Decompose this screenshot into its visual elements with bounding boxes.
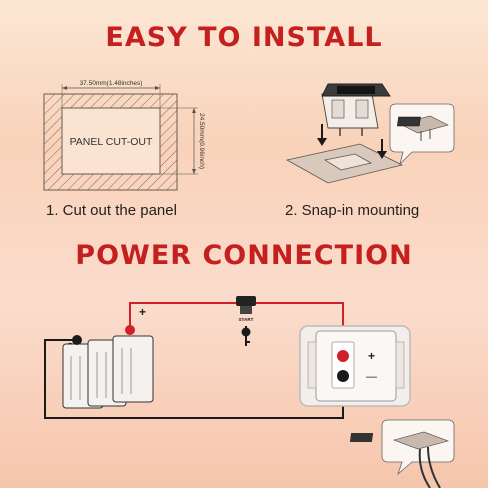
mounting-hole [323, 153, 373, 171]
snap-in-drawing [285, 83, 455, 184]
battery-plus-sign: + [139, 305, 146, 319]
switch-rocker [337, 86, 375, 94]
panel-cutout-drawing: PANEL CUT-OUT 37.50mm(1.48inches) 24.50m… [43, 80, 205, 191]
key-icon [241, 327, 251, 337]
installed-switch-callout [349, 419, 455, 488]
switch-negative-terminal [337, 370, 349, 382]
step-1-label: 1. Cut out the panel [46, 202, 177, 219]
step-2-label: 2. Snap-in mounting [285, 202, 420, 219]
positive-wire-1 [129, 302, 238, 330]
width-dimension-label: 37.50mm(1.48inches) [80, 80, 143, 87]
detail-callout [389, 103, 455, 166]
switch-rear-view: + — [299, 325, 411, 407]
switch-positive-terminal [337, 350, 349, 362]
start-label: START [239, 317, 254, 322]
switch-plus-sign: + [368, 349, 375, 363]
height-dimension-label: 24.50mm(0.96inch) [198, 113, 205, 169]
power-connection-title: POWER CONNECTION [75, 240, 413, 271]
battery: + - [62, 305, 154, 409]
start-key-switch: START [236, 296, 256, 346]
easy-to-install-title: EASY TO INSTALL [105, 22, 383, 53]
switch-body [321, 93, 379, 129]
battery-minus-sign: - [68, 335, 72, 350]
switch-minus-sign: — [366, 371, 377, 383]
wiring-diagram: + - START [44, 296, 455, 488]
panel-cutout-label: PANEL CUT-OUT [70, 136, 153, 148]
cutout-opening [61, 107, 161, 175]
